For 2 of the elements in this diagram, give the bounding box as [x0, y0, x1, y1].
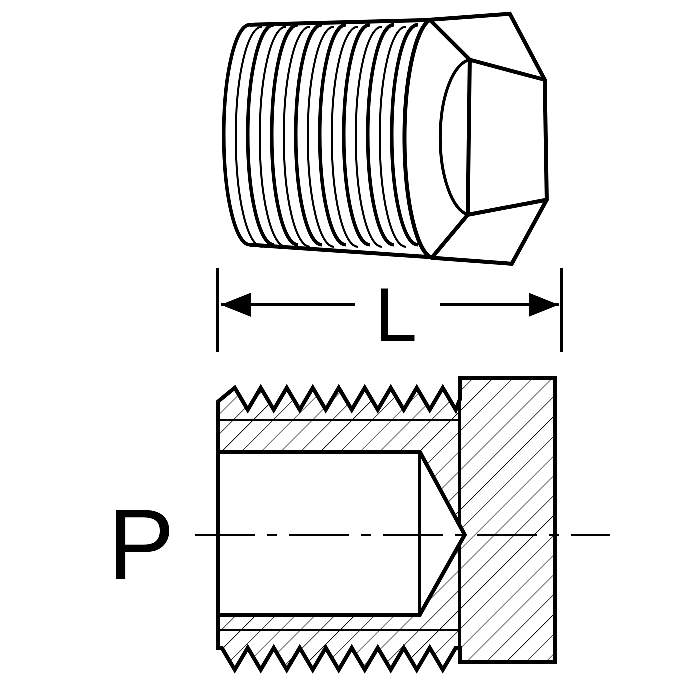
port-label: P [108, 495, 175, 595]
dimension-label: L [375, 278, 418, 354]
